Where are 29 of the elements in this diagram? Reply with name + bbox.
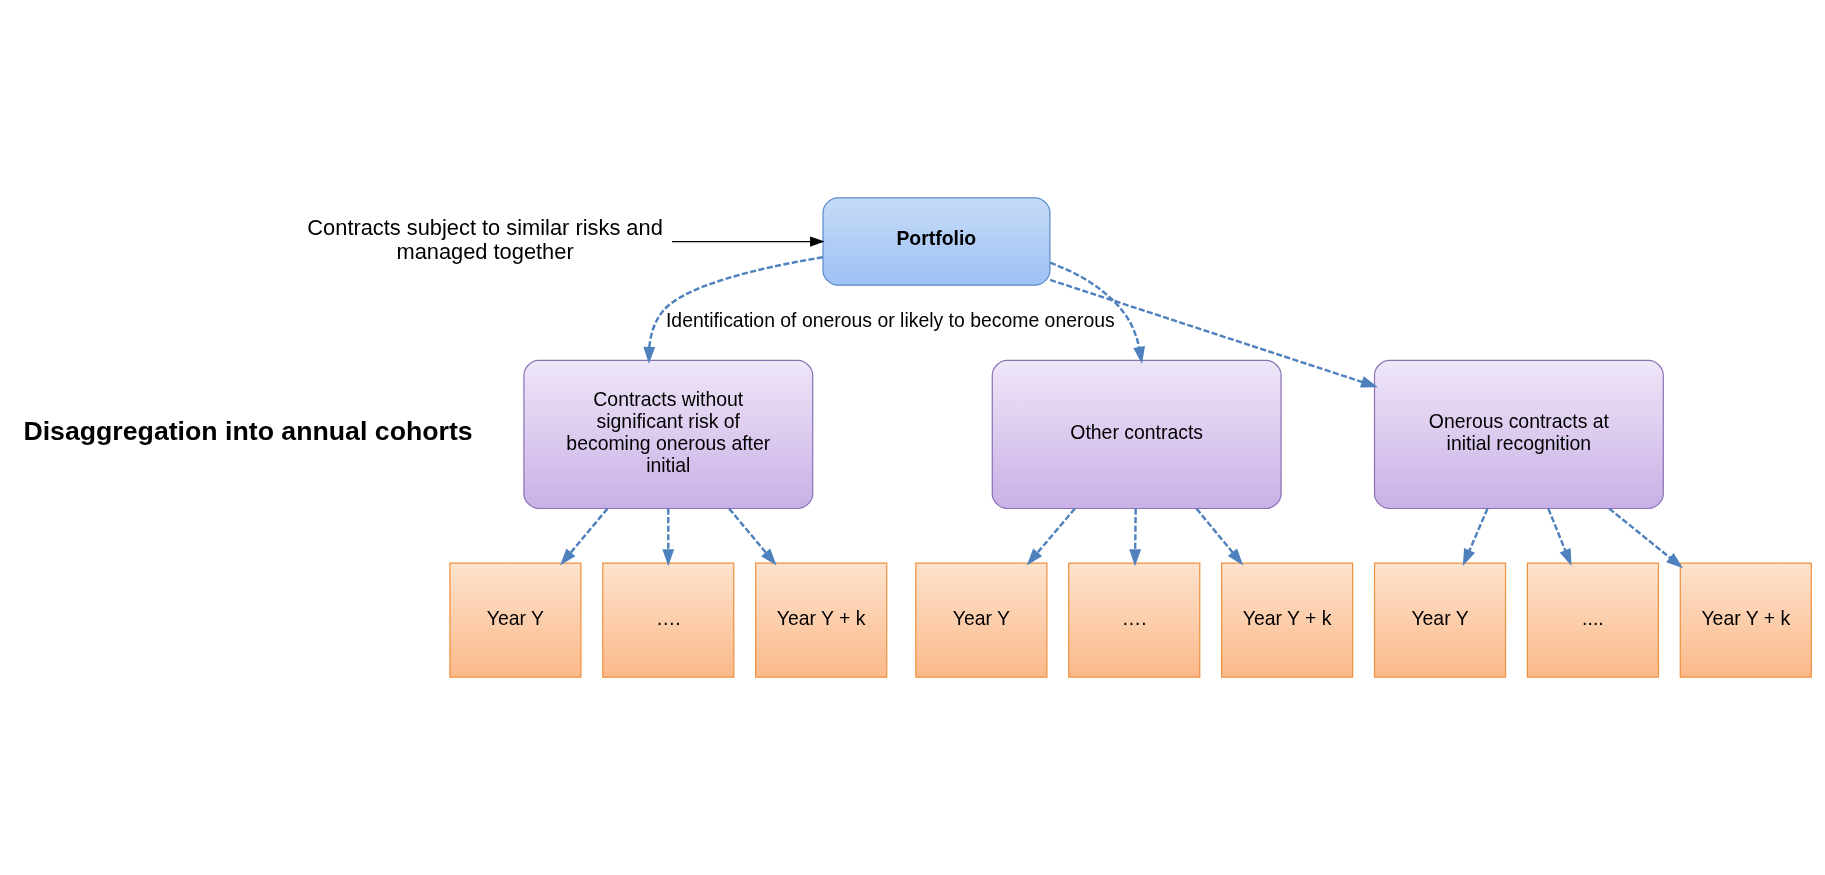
arrow [1129, 508, 1142, 567]
edge-label: Identification of onerous or likely to become onerous [665, 309, 1115, 332]
arrow [728, 507, 777, 566]
arrow [671, 236, 825, 247]
arrow [1049, 261, 1146, 364]
node-box: Onerous contracts at initial recognition [1373, 359, 1664, 510]
node-box: Year Y + k [1679, 562, 1812, 678]
arrow [1026, 507, 1076, 566]
node-box: .... [1526, 562, 1660, 678]
node-box: …. [1068, 562, 1201, 678]
arrow [1049, 278, 1378, 388]
arrow [1462, 508, 1489, 566]
node-box: Year Y [915, 562, 1048, 678]
arrow [643, 256, 823, 364]
node-box: Year Y [449, 562, 582, 678]
arrow [560, 507, 609, 566]
node-box: Other contracts [991, 359, 1282, 510]
arrow [662, 508, 675, 567]
node-box: Contracts without significant risk of becoming onerous after initial [523, 359, 814, 510]
node-box: Portfolio [822, 197, 1051, 286]
arrow [1547, 508, 1572, 566]
node-box: Year Y + k [755, 562, 888, 678]
node-box: …. [602, 562, 735, 678]
arrow [1195, 507, 1244, 566]
node-box: Year Y + k [1221, 562, 1354, 678]
node-box: Year Y [1373, 562, 1507, 678]
node-text: Contracts subject to similar risks and managed together [307, 214, 663, 265]
label: Disaggregation into annual cohorts [23, 416, 473, 447]
arrow [1608, 507, 1684, 569]
